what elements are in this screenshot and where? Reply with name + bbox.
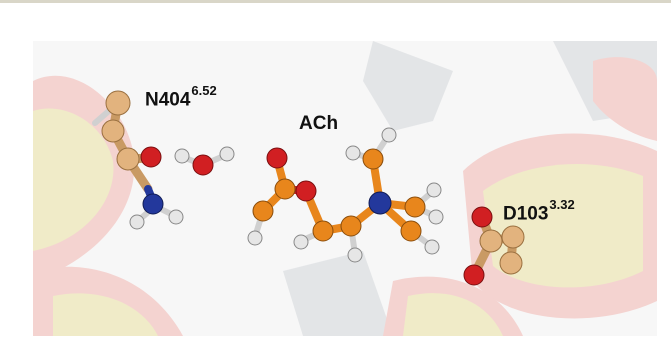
d103-oxygen-top: [471, 206, 493, 228]
label-d103: D1033.32: [503, 197, 575, 225]
n404-carbon-2: [101, 119, 125, 143]
ach-methyl-right-2: [400, 220, 422, 242]
ach-carbonyl-carbon: [274, 178, 296, 200]
molecular-scene: N4046.52 ACh D1033.32: [33, 41, 657, 336]
label-ach-name: ACh: [299, 113, 339, 134]
n404-hydrogen-1: [129, 214, 145, 230]
ach-carbon-a: [312, 220, 334, 242]
label-d103-name: D103: [503, 203, 549, 225]
ach-methyl-right-1: [404, 196, 426, 218]
n404-nitrogen: [142, 193, 164, 215]
d103-oxygen-bottom: [463, 264, 485, 286]
label-n404-superscript: 6.52: [191, 83, 217, 98]
ach-hydrogen-4: [345, 145, 361, 161]
water-hydrogen-1: [174, 148, 190, 164]
ach-methyl-carbon: [252, 200, 274, 222]
ach-hydrogen-8: [424, 239, 440, 255]
d103-carbon-2: [501, 225, 525, 249]
scene-canvas: [33, 41, 657, 336]
ribbon-left-lower-y: [53, 293, 158, 336]
ach-atoms: [247, 127, 444, 263]
ach-hydrogen-7: [428, 209, 444, 225]
ach-carbonyl-oxygen: [266, 147, 288, 169]
label-ach: ACh: [299, 113, 338, 135]
ribbon-gray-center: [363, 41, 453, 131]
n404-oxygen: [140, 146, 162, 168]
n404-carbon-1: [105, 90, 131, 116]
ribbon-left-yellow: [33, 108, 114, 251]
ach-hydrogen-5: [381, 127, 397, 143]
top-divider: [0, 0, 671, 3]
ach-hydrogen-3: [347, 247, 363, 263]
label-n404: N4046.52: [145, 83, 217, 111]
label-d103-superscript: 3.32: [549, 197, 575, 212]
ach-hydrogen-1: [247, 230, 263, 246]
n404-hydrogen-2: [168, 209, 184, 225]
label-n404-name: N404: [145, 89, 191, 111]
ribbon-gray-mid: [283, 251, 393, 336]
ach-methyl-top: [362, 148, 384, 170]
water-molecule: [174, 146, 235, 176]
ribbon-bottom-mid-y: [403, 293, 503, 336]
n404-carbon-3: [116, 147, 140, 171]
d103-carbon-1: [479, 229, 503, 253]
ribbon-right-top: [593, 57, 657, 141]
ach-hydrogen-6: [426, 182, 442, 198]
protein-ribbons: [33, 41, 657, 336]
n404-atoms: [101, 90, 184, 230]
water-hydrogen-2: [219, 146, 235, 162]
d103-carbon-3: [499, 251, 523, 275]
ach-hydrogen-2: [293, 234, 309, 250]
ribbon-right-yellow: [483, 164, 643, 288]
water-oxygen: [192, 154, 214, 176]
ach-ester-oxygen: [295, 180, 317, 202]
ach-nitrogen: [368, 191, 392, 215]
ach-carbon-b: [340, 215, 362, 237]
d103-residue: [463, 206, 525, 286]
